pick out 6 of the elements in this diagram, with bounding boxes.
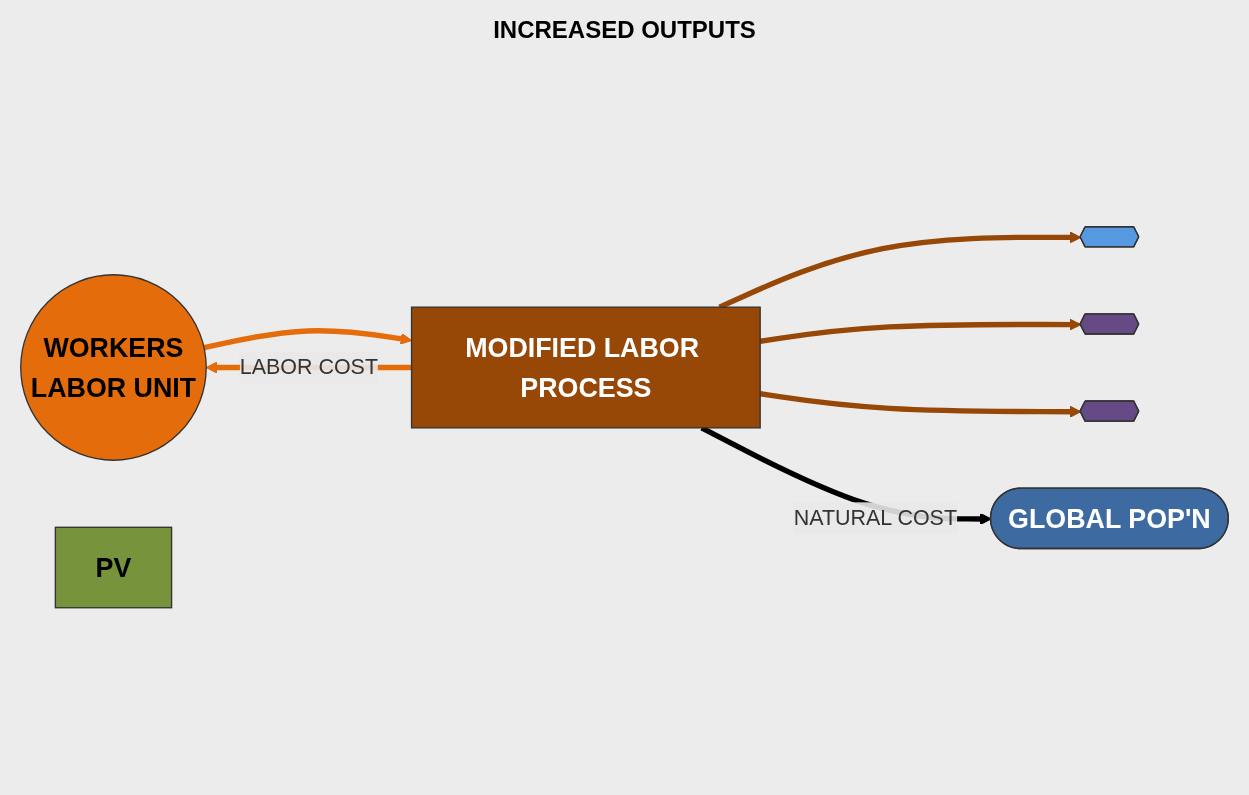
node-box: PV bbox=[54, 526, 173, 609]
edge-label: LABOR COST bbox=[239, 355, 379, 379]
node-box: MODIFIED LABOR PROCESS bbox=[410, 306, 761, 429]
heading-label: INCREASED OUTPUTS bbox=[493, 16, 756, 43]
node-circle: WORKERS LABOR UNIT bbox=[20, 274, 207, 462]
edge-label: NATURAL COST bbox=[793, 506, 957, 530]
